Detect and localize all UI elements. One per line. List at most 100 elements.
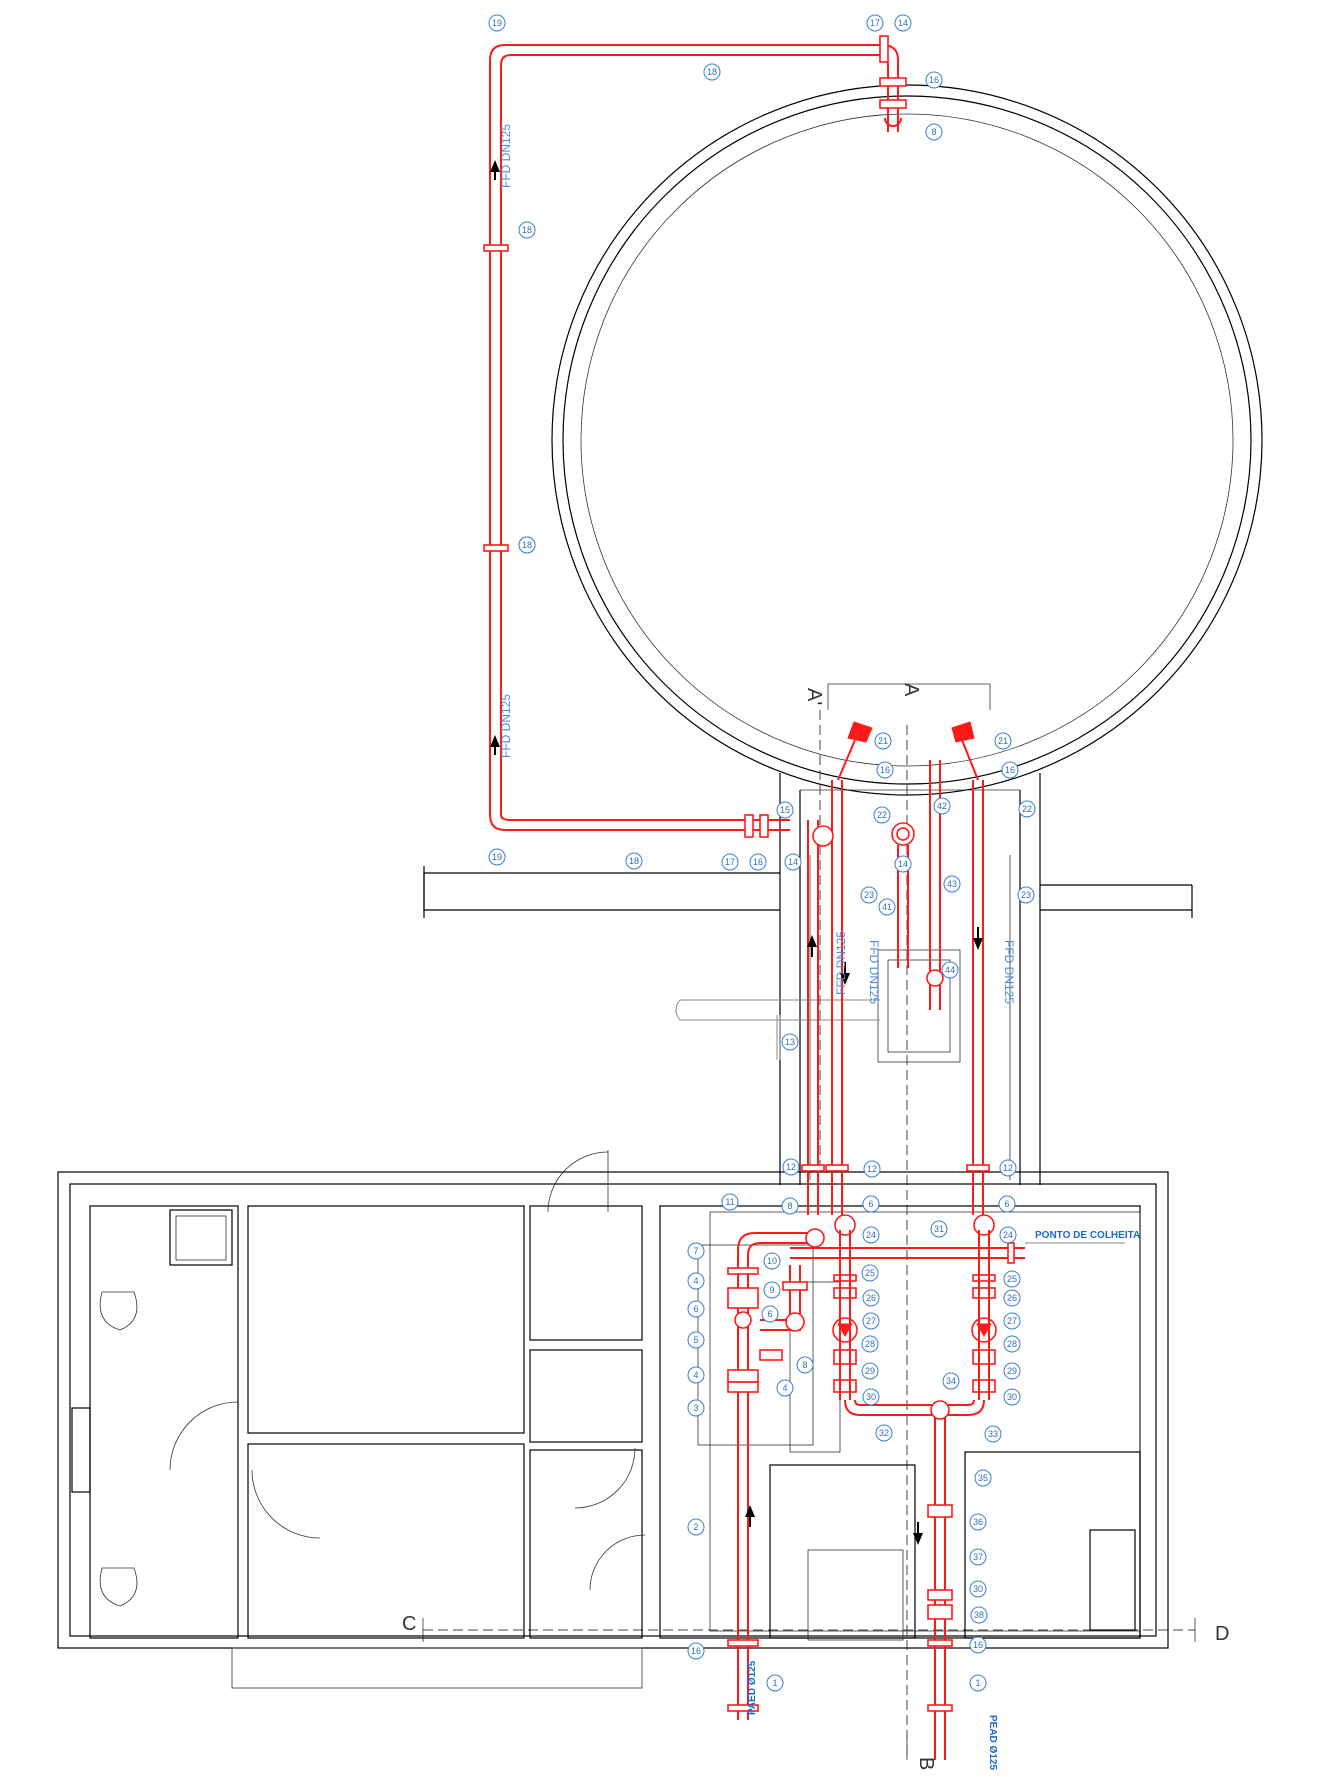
section-c-label: C xyxy=(402,1613,416,1635)
callout-17: 17 xyxy=(866,14,884,32)
ffd-label-shaft-mid: FFD DN125 xyxy=(867,940,881,1004)
callout-text: 24 xyxy=(866,1230,876,1240)
callout-41: 41 xyxy=(878,898,896,916)
callout-text: 2 xyxy=(693,1522,698,1532)
callout-32: 32 xyxy=(875,1424,893,1442)
callout-21: 21 xyxy=(874,732,892,750)
ponto-colheita-label: PONTO DE COLHEITA xyxy=(1035,1230,1140,1241)
callout-14: 14 xyxy=(784,853,802,871)
callout-16: 16 xyxy=(687,1642,705,1660)
flow-arrow-up-1 xyxy=(490,160,500,172)
callout-14: 14 xyxy=(894,14,912,32)
flow-arrow-up-4 xyxy=(745,1505,755,1517)
callout-30: 30 xyxy=(1003,1388,1021,1406)
callout-text: 18 xyxy=(629,856,639,866)
callout-19: 19 xyxy=(488,848,506,866)
callout-43: 43 xyxy=(943,875,961,893)
callout-26: 26 xyxy=(1003,1289,1021,1307)
callout-text: 16 xyxy=(973,1640,983,1650)
callout-31: 31 xyxy=(930,1220,948,1238)
callout-text: 5 xyxy=(693,1335,698,1345)
callout-text: 6 xyxy=(693,1304,698,1314)
callout-text: 12 xyxy=(867,1164,877,1174)
callout-text: 16 xyxy=(753,857,763,867)
flow-arrow-up-3 xyxy=(807,935,817,947)
callout-text: 10 xyxy=(767,1256,777,1266)
callout-4: 4 xyxy=(687,1272,705,1290)
callout-text: 13 xyxy=(785,1037,795,1047)
callout-text: 37 xyxy=(973,1552,983,1562)
callout-text: 17 xyxy=(870,18,880,28)
pump-group-right xyxy=(971,1214,997,1400)
callout-30: 30 xyxy=(862,1388,880,1406)
pead-label-right: PEAD Ø125 xyxy=(987,1715,998,1770)
callout-35: 35 xyxy=(974,1469,992,1487)
pump-group-left xyxy=(832,1214,858,1400)
callout-4: 4 xyxy=(776,1379,794,1397)
callout-16: 16 xyxy=(749,853,767,871)
access-corridor xyxy=(675,773,1041,1185)
callout-text: 36 xyxy=(973,1517,983,1527)
callout-24: 24 xyxy=(862,1226,880,1244)
callout-8: 8 xyxy=(796,1356,814,1374)
callout-29: 29 xyxy=(1003,1362,1021,1380)
flow-arrow-down-3 xyxy=(913,1533,923,1545)
ffd-label-shaft-left: FFD DN125 xyxy=(834,931,848,995)
callout-text: 4 xyxy=(693,1370,698,1380)
callout-text: 28 xyxy=(1007,1339,1017,1349)
callout-28: 28 xyxy=(861,1335,879,1353)
callout-19: 19 xyxy=(488,14,506,32)
callout-text: 30 xyxy=(973,1584,983,1594)
callout-text: 23 xyxy=(864,890,874,900)
callout-text: 18 xyxy=(707,67,717,77)
callout-text: 3 xyxy=(693,1403,698,1413)
callout-text: 8 xyxy=(802,1360,807,1370)
callout-text: 38 xyxy=(974,1610,984,1620)
callout-text: 21 xyxy=(878,736,888,746)
section-a-label: A xyxy=(900,683,922,697)
flow-arrow-up-2 xyxy=(490,735,500,747)
callout-text: 16 xyxy=(1005,765,1015,775)
callout-1: 1 xyxy=(766,1674,784,1692)
section-a-prime-label: A' xyxy=(803,688,825,705)
callout-text: 27 xyxy=(1007,1316,1017,1326)
callout-6: 6 xyxy=(687,1300,705,1318)
callout-11: 11 xyxy=(721,1193,739,1211)
callout-6: 6 xyxy=(998,1195,1016,1213)
section-marks: A' A B C D xyxy=(402,683,1229,1770)
callout-text: 11 xyxy=(725,1197,734,1207)
callout-text: 27 xyxy=(866,1316,876,1326)
callout-text: 4 xyxy=(782,1383,787,1393)
callout-14: 14 xyxy=(894,855,912,873)
callout-12: 12 xyxy=(863,1160,881,1178)
callout-6: 6 xyxy=(761,1305,779,1323)
callout-text: 21 xyxy=(998,736,1008,746)
callout-28: 28 xyxy=(1003,1335,1021,1353)
callout-7: 7 xyxy=(687,1242,705,1260)
callout-text: 32 xyxy=(879,1428,889,1438)
callout-33: 33 xyxy=(984,1425,1002,1443)
callout-13: 13 xyxy=(781,1033,799,1051)
callout-text: 18 xyxy=(522,225,532,235)
callout-17: 17 xyxy=(721,853,739,871)
callout-text: 14 xyxy=(788,857,798,867)
callout-text: 30 xyxy=(1007,1392,1017,1402)
callout-text: 6 xyxy=(868,1199,873,1209)
callout-text: 1 xyxy=(975,1678,980,1688)
callout-25: 25 xyxy=(861,1264,879,1282)
callout-3: 3 xyxy=(687,1399,705,1417)
callout-text: 6 xyxy=(1004,1199,1009,1209)
callout-text: 14 xyxy=(898,18,908,28)
callout-text: 33 xyxy=(988,1429,998,1439)
callout-text: 43 xyxy=(947,879,957,889)
callout-text: 16 xyxy=(880,765,890,775)
callout-1: 1 xyxy=(969,1674,987,1692)
callout-30: 30 xyxy=(969,1580,987,1598)
flow-arrows xyxy=(490,160,983,1545)
callout-16: 16 xyxy=(969,1636,987,1654)
callout-12: 12 xyxy=(999,1159,1017,1177)
callouts: 1917141618818181819171618151421162221162… xyxy=(488,14,1036,1692)
callout-text: 25 xyxy=(865,1268,875,1278)
callout-text: 24 xyxy=(1003,1230,1013,1240)
